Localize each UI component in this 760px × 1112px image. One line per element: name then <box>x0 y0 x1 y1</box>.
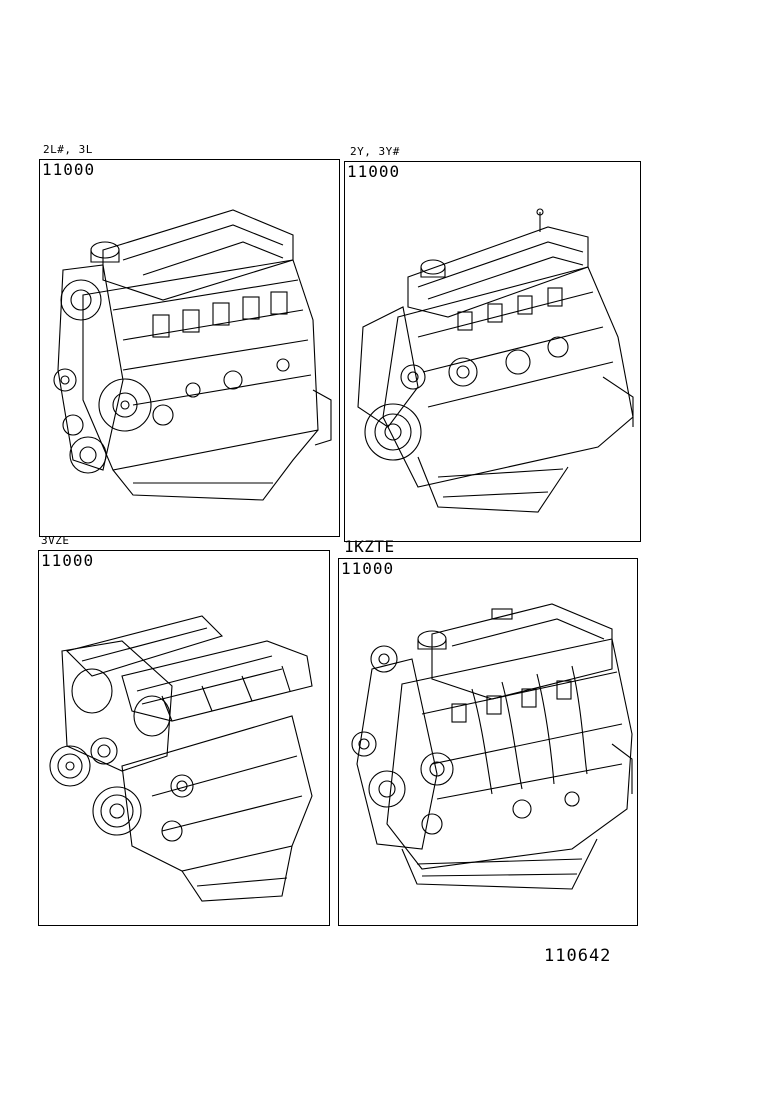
panel-4-engine-title: 1KZTE <box>344 537 395 556</box>
engine-illustration-3vze <box>49 615 313 902</box>
illustration-reference-number: 110642 <box>544 946 612 966</box>
panel-1: 11000 <box>39 159 340 537</box>
panel-1-part-code: 11000 <box>42 160 96 179</box>
engine-illustration-1kzte <box>351 603 633 890</box>
panel-3-part-code: 11000 <box>41 551 95 570</box>
engine-illustration-2y-3y <box>357 208 634 513</box>
engine-illustration-2l-3l <box>53 209 332 501</box>
panel-1-engine-title: 2L#, 3L <box>43 143 93 156</box>
panel-2-part-code: 11000 <box>347 162 401 181</box>
panel-2: 11000 <box>344 161 641 542</box>
panel-2-engine-title: 2Y, 3Y# <box>350 145 400 158</box>
panel-4: 11000 <box>338 558 638 926</box>
panel-3: 11000 <box>38 550 330 926</box>
panel-3-engine-title: 3VZE <box>41 534 70 547</box>
panel-4-part-code: 11000 <box>341 559 395 578</box>
